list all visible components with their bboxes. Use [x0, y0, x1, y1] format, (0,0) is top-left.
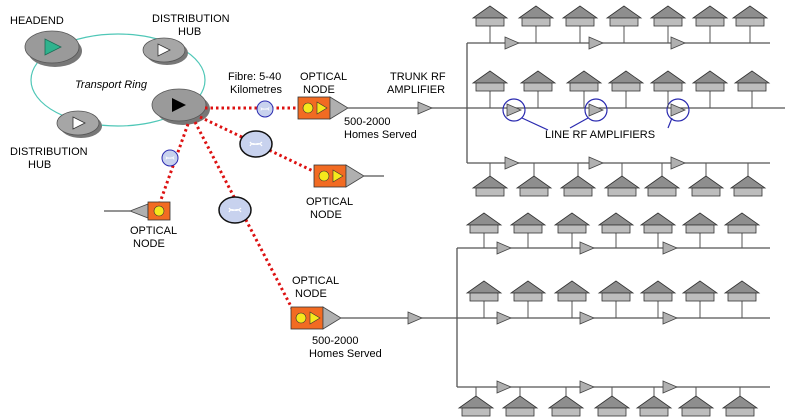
- homes-served-top-2: Homes Served: [344, 129, 417, 141]
- optical-node-top-icon: [297, 96, 349, 120]
- headend-label: HEADEND: [10, 15, 64, 27]
- optical-node-bottom-icon: [290, 306, 342, 330]
- fibre-splice-left: [161, 149, 179, 167]
- homes-row-5: [466, 280, 760, 302]
- transport-ring: [30, 33, 206, 127]
- optical-node-left-label-1: OPTICAL: [130, 225, 177, 237]
- lower-drops: [475, 233, 743, 398]
- homes-row-1: [472, 5, 768, 27]
- fibre-splice-bottom: [218, 196, 252, 224]
- optical-node-mid-label-2: NODE: [310, 209, 342, 221]
- fibre-splice-mid: [239, 130, 273, 158]
- upper-line-amplifiers: [504, 36, 686, 170]
- distribution-hub-top-label-1: DISTRIBUTION: [152, 13, 230, 25]
- homes-row-2: [472, 70, 770, 92]
- homes-row-4: [466, 212, 760, 234]
- trunk-rf-label-1: TRUNK RF: [390, 71, 446, 83]
- transport-ring-label: Transport Ring: [75, 79, 148, 91]
- main-hub-icon: [151, 88, 210, 125]
- fibre-label-2: Kilometres: [230, 84, 282, 96]
- distribution-hub-bottom-label-2: HUB: [28, 159, 51, 171]
- headend-icon: [24, 30, 82, 67]
- homes-served-top-1: 500-2000: [344, 116, 391, 128]
- line-rf-amplifiers-label: LINE RF AMPLIFIERS: [545, 129, 655, 141]
- distribution-hub-top-icon: [142, 37, 188, 65]
- optical-node-bottom-label-2: NODE: [295, 288, 327, 300]
- distribution-hub-top-label-2: HUB: [178, 26, 201, 38]
- optical-node-top-label-1: OPTICAL: [300, 71, 347, 83]
- distribution-hub-bottom-label-1: DISTRIBUTION: [10, 146, 88, 158]
- lower-coax-tree: [341, 247, 770, 388]
- fibre-splice-top: [256, 100, 274, 118]
- optical-node-mid-label-1: OPTICAL: [306, 196, 353, 208]
- homes-row-6: [458, 395, 758, 417]
- upper-drops: [489, 26, 753, 176]
- line-rf-amplifiers-highlight: [502, 98, 690, 131]
- optical-node-bottom-label-1: OPTICAL: [292, 275, 339, 287]
- homes-row-3: [472, 175, 766, 197]
- homes-served-bottom-1: 500-2000: [312, 335, 359, 347]
- optical-node-left-label-2: NODE: [133, 238, 165, 250]
- homes-served-bottom-2: Homes Served: [309, 348, 382, 360]
- optical-node-top-label-2: NODE: [303, 84, 335, 96]
- distribution-hub-bottom-icon: [56, 110, 102, 138]
- trunk-rf-amplifier-top: [417, 101, 433, 115]
- trunk-rf-amplifier-bottom: [407, 311, 423, 325]
- upper-coax-tree: [348, 42, 785, 164]
- trunk-rf-label-2: AMPLIFIER: [387, 84, 445, 96]
- optical-node-mid-icon: [313, 164, 384, 188]
- optical-node-left-icon: [104, 201, 171, 221]
- fibre-label-1: Fibre: 5-40: [228, 71, 281, 83]
